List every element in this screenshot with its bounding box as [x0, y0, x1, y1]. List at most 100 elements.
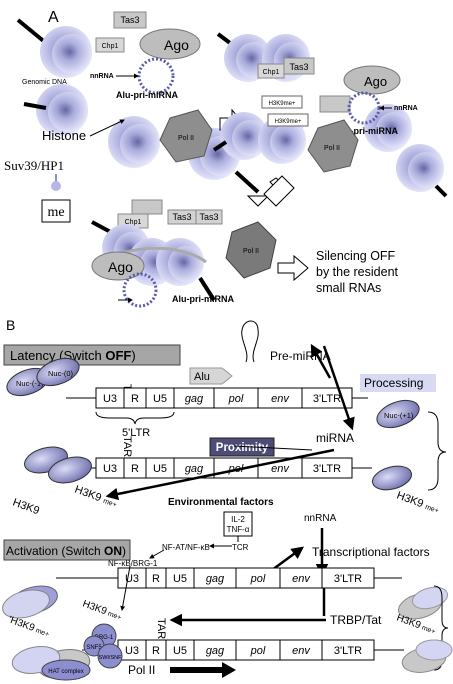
snf5-label: SNF5 — [86, 645, 102, 651]
segment-u3: U3 — [103, 393, 117, 405]
segment-pol: pol — [228, 393, 244, 405]
pol-ii-hexagon — [159, 109, 213, 163]
segment-gag: gag — [185, 463, 204, 475]
ago-label: Ago — [364, 74, 387, 89]
tas3-label: Tas3 — [289, 62, 308, 72]
tar-label: TAR — [155, 618, 167, 639]
segment-r: R — [131, 463, 139, 475]
il2-label: IL-2 — [231, 515, 245, 524]
panel-a-bottom-left: Chp1 Tas3 Tas3 Ago Alu-pri-miRNA — [91, 199, 234, 308]
segment-gag: gag — [185, 393, 204, 405]
tas3-label: Tas3 — [199, 212, 218, 222]
h3k9me-box-label: H3K9me+ — [269, 101, 296, 107]
processing-label: Processing — [364, 376, 423, 390]
segment-gag: gag — [206, 573, 225, 585]
segment-3ltr: 3'LTR — [334, 573, 362, 585]
segment-r: R — [152, 645, 160, 657]
nnrna-label: nnRNA — [394, 105, 418, 112]
segment-u5: U5 — [153, 393, 167, 405]
nuc-plus1-label: Nuc-(+1) — [384, 411, 414, 420]
chp1-label: Chp1 — [125, 219, 142, 226]
segment-env: env — [271, 463, 290, 475]
pol-ii-b-label: Pol II — [128, 663, 155, 677]
provirus-row-1: TAR U3 R U5 gag pol env 3'LTR 5'LTR Nuc-… — [6, 357, 420, 439]
segment-env: env — [292, 573, 311, 585]
h3k9-label: H3K9me+ — [73, 484, 119, 510]
segment-u5: U5 — [173, 573, 187, 585]
nuc-0 — [36, 357, 80, 387]
segment-u3: U3 — [103, 463, 117, 475]
h3k9-label: H3K9me+ — [395, 490, 441, 516]
nuc-plus1 — [376, 399, 420, 429]
panel-a-top-left: Tas3 Chp1 Ago nnRNA Alu-pri-miRNA Genomi… — [4, 11, 260, 223]
swi-snf-label: SWI/SNF — [99, 655, 123, 661]
segment-3ltr: 3'LTR — [334, 645, 362, 657]
brg1-label: BRG-1 — [95, 635, 114, 641]
histone-label: Histone — [42, 128, 86, 143]
hat-complex-label: HAT complex — [48, 669, 83, 675]
provirus-row-2: TAR U3 R U5 gag pol env 3'LTR Proximity … — [11, 431, 441, 518]
panel-a-arrow-silencing — [277, 254, 309, 282]
pol-ii-arrowhead — [222, 662, 236, 678]
nuc-minus1-label: Nuc-(-1) — [16, 379, 44, 388]
genomic-dna-label: Genomic DNA — [22, 79, 67, 86]
segment-env: env — [271, 393, 290, 405]
alu-pri-mirna-label: Alu-pri-miRNA — [336, 126, 398, 136]
silencing-line: small RNAs — [316, 281, 381, 295]
alu-element — [189, 367, 233, 385]
panel-a-top-right: Chp1 Tas3 H3K9me+ H3K9me+ Ago nnRNA Alu-… — [212, 32, 448, 198]
segment-env: env — [292, 645, 311, 657]
tas3-label: Tas3 — [120, 15, 139, 25]
right-brace-upper — [427, 411, 447, 491]
five-ltr-label: 5'LTR — [122, 427, 150, 439]
ago-label: Ago — [108, 259, 133, 275]
segment-3ltr: 3'LTR — [313, 393, 341, 405]
provirus-row-3: U3 R U5 gag pol env 3'LTR H3K9me+ 'H3K9m… — [2, 567, 449, 639]
nucleosome — [258, 116, 306, 164]
tas3-label: Tas3 — [172, 212, 191, 222]
segment-u3: U3 — [125, 645, 139, 657]
h3k9-label: H3K9 — [11, 497, 41, 518]
segment-3ltr: 3'LTR — [313, 463, 341, 475]
nucleosome — [36, 84, 88, 136]
processing-box — [360, 374, 436, 392]
silencing-line: Silencing OFF — [316, 249, 396, 263]
nucleosome — [220, 112, 268, 160]
environmental-factors-label: Environmental factors — [168, 497, 274, 508]
silencing-line: by the resident — [316, 265, 399, 279]
panel-b-letter: B — [6, 317, 15, 333]
nnrna-b-label: nnRNA — [304, 513, 337, 524]
h3k9-label: H3K9me+ — [81, 598, 123, 622]
nucleosome — [40, 26, 92, 78]
free-pol-ii — [225, 221, 277, 279]
me-label: me — [47, 205, 64, 220]
transcriptional-factors-label: Transcriptional factors — [312, 545, 430, 559]
provirus-row-4: TAR U3 R U5 gag pol env 3'LTR BRG-1 SNF5… — [11, 618, 453, 681]
activation-label: Activation (Switch ON) — [6, 544, 126, 558]
panel-a-letter: A — [48, 9, 59, 26]
pol-ii-label: Pol II — [178, 135, 194, 142]
chp1-label: Chp1 — [102, 43, 119, 50]
segment-gag: gag — [206, 645, 225, 657]
nucleosome — [108, 116, 160, 168]
segment-pol: pol — [250, 573, 266, 585]
nfkb-brg-label: NF-κB/BRG-1 — [108, 559, 158, 568]
tcr-label: TCR — [232, 543, 249, 552]
segment-r: R — [131, 393, 139, 405]
segment-r: R — [152, 573, 160, 585]
trbp-tat-label: TRBP/Tat — [330, 613, 382, 627]
segment-pol: pol — [250, 645, 266, 657]
latency-box — [3, 344, 181, 366]
free-pol-ii-label: Pol II — [243, 248, 259, 255]
nnrna-label: nnRNA — [90, 73, 114, 80]
panel-a-arrow-down-body — [263, 175, 295, 207]
h3k9me-box-label: H3K9me+ — [275, 119, 302, 125]
latency-label: Latency (Switch OFF) — [10, 348, 136, 363]
nfat-label: NF-AT/NF-κB — [162, 543, 210, 552]
alu-pri-mirna-label: Alu-pri-miRNA — [172, 294, 234, 304]
tar-label: TAR — [121, 436, 133, 457]
ago-label: Ago — [164, 37, 189, 53]
activation-box — [3, 539, 131, 561]
chp1-label: Chp1 — [263, 69, 280, 76]
